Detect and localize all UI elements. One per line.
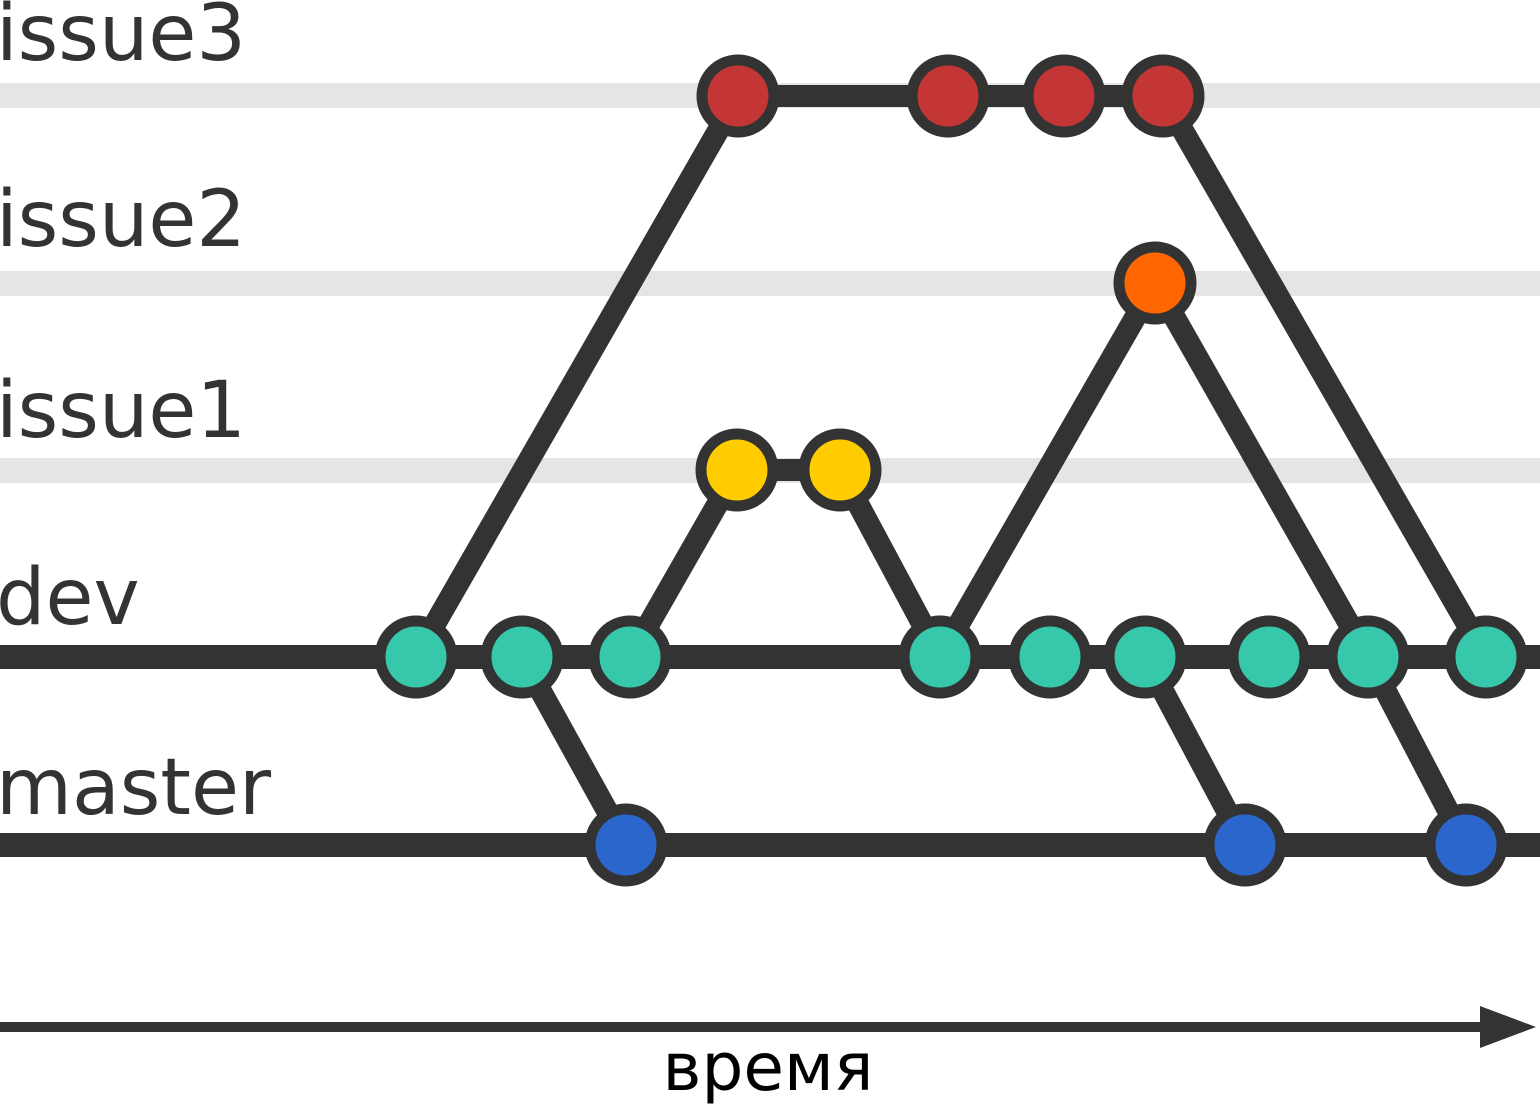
commit-nodes <box>374 54 1528 887</box>
commit-node-d2 <box>480 615 564 699</box>
commit-node-d6 <box>1103 615 1187 699</box>
branch-label-master: master <box>0 743 272 833</box>
commit-node-m2 <box>1203 803 1287 887</box>
issue2-guide-band <box>0 271 1540 296</box>
commit-node-d8 <box>1326 615 1410 699</box>
commit-node-i3-1 <box>696 54 780 138</box>
branch-label-dev: dev <box>0 553 140 643</box>
time-axis-arrow-icon <box>1480 1006 1536 1048</box>
connector-d4-i2-1 <box>930 277 1165 663</box>
commit-node-m3 <box>1424 803 1508 887</box>
commit-node-i1-1 <box>695 428 779 512</box>
branch-label-issue1: issue1 <box>0 366 246 456</box>
time-axis-label: время <box>663 1029 874 1106</box>
commit-node-d5 <box>1008 615 1092 699</box>
commit-node-d1 <box>374 615 458 699</box>
commit-node-i2-1 <box>1113 241 1197 325</box>
commit-node-m1 <box>584 803 668 887</box>
branch-label-issue2: issue2 <box>0 175 246 265</box>
branch-label-issue3: issue3 <box>0 0 246 79</box>
commit-node-d3 <box>588 615 672 699</box>
commit-node-i3-3 <box>1022 54 1106 138</box>
connector-d1-i3-1 <box>406 90 748 663</box>
commit-node-i1-2 <box>798 428 882 512</box>
commit-node-i3-2 <box>906 54 990 138</box>
connector-i2-1-d8 <box>1145 277 1378 663</box>
commit-node-i3-4 <box>1121 54 1205 138</box>
commit-node-d4 <box>898 615 982 699</box>
connector-i3-4-d9 <box>1153 90 1496 663</box>
commit-node-d7 <box>1227 615 1311 699</box>
commit-node-d9 <box>1444 615 1528 699</box>
